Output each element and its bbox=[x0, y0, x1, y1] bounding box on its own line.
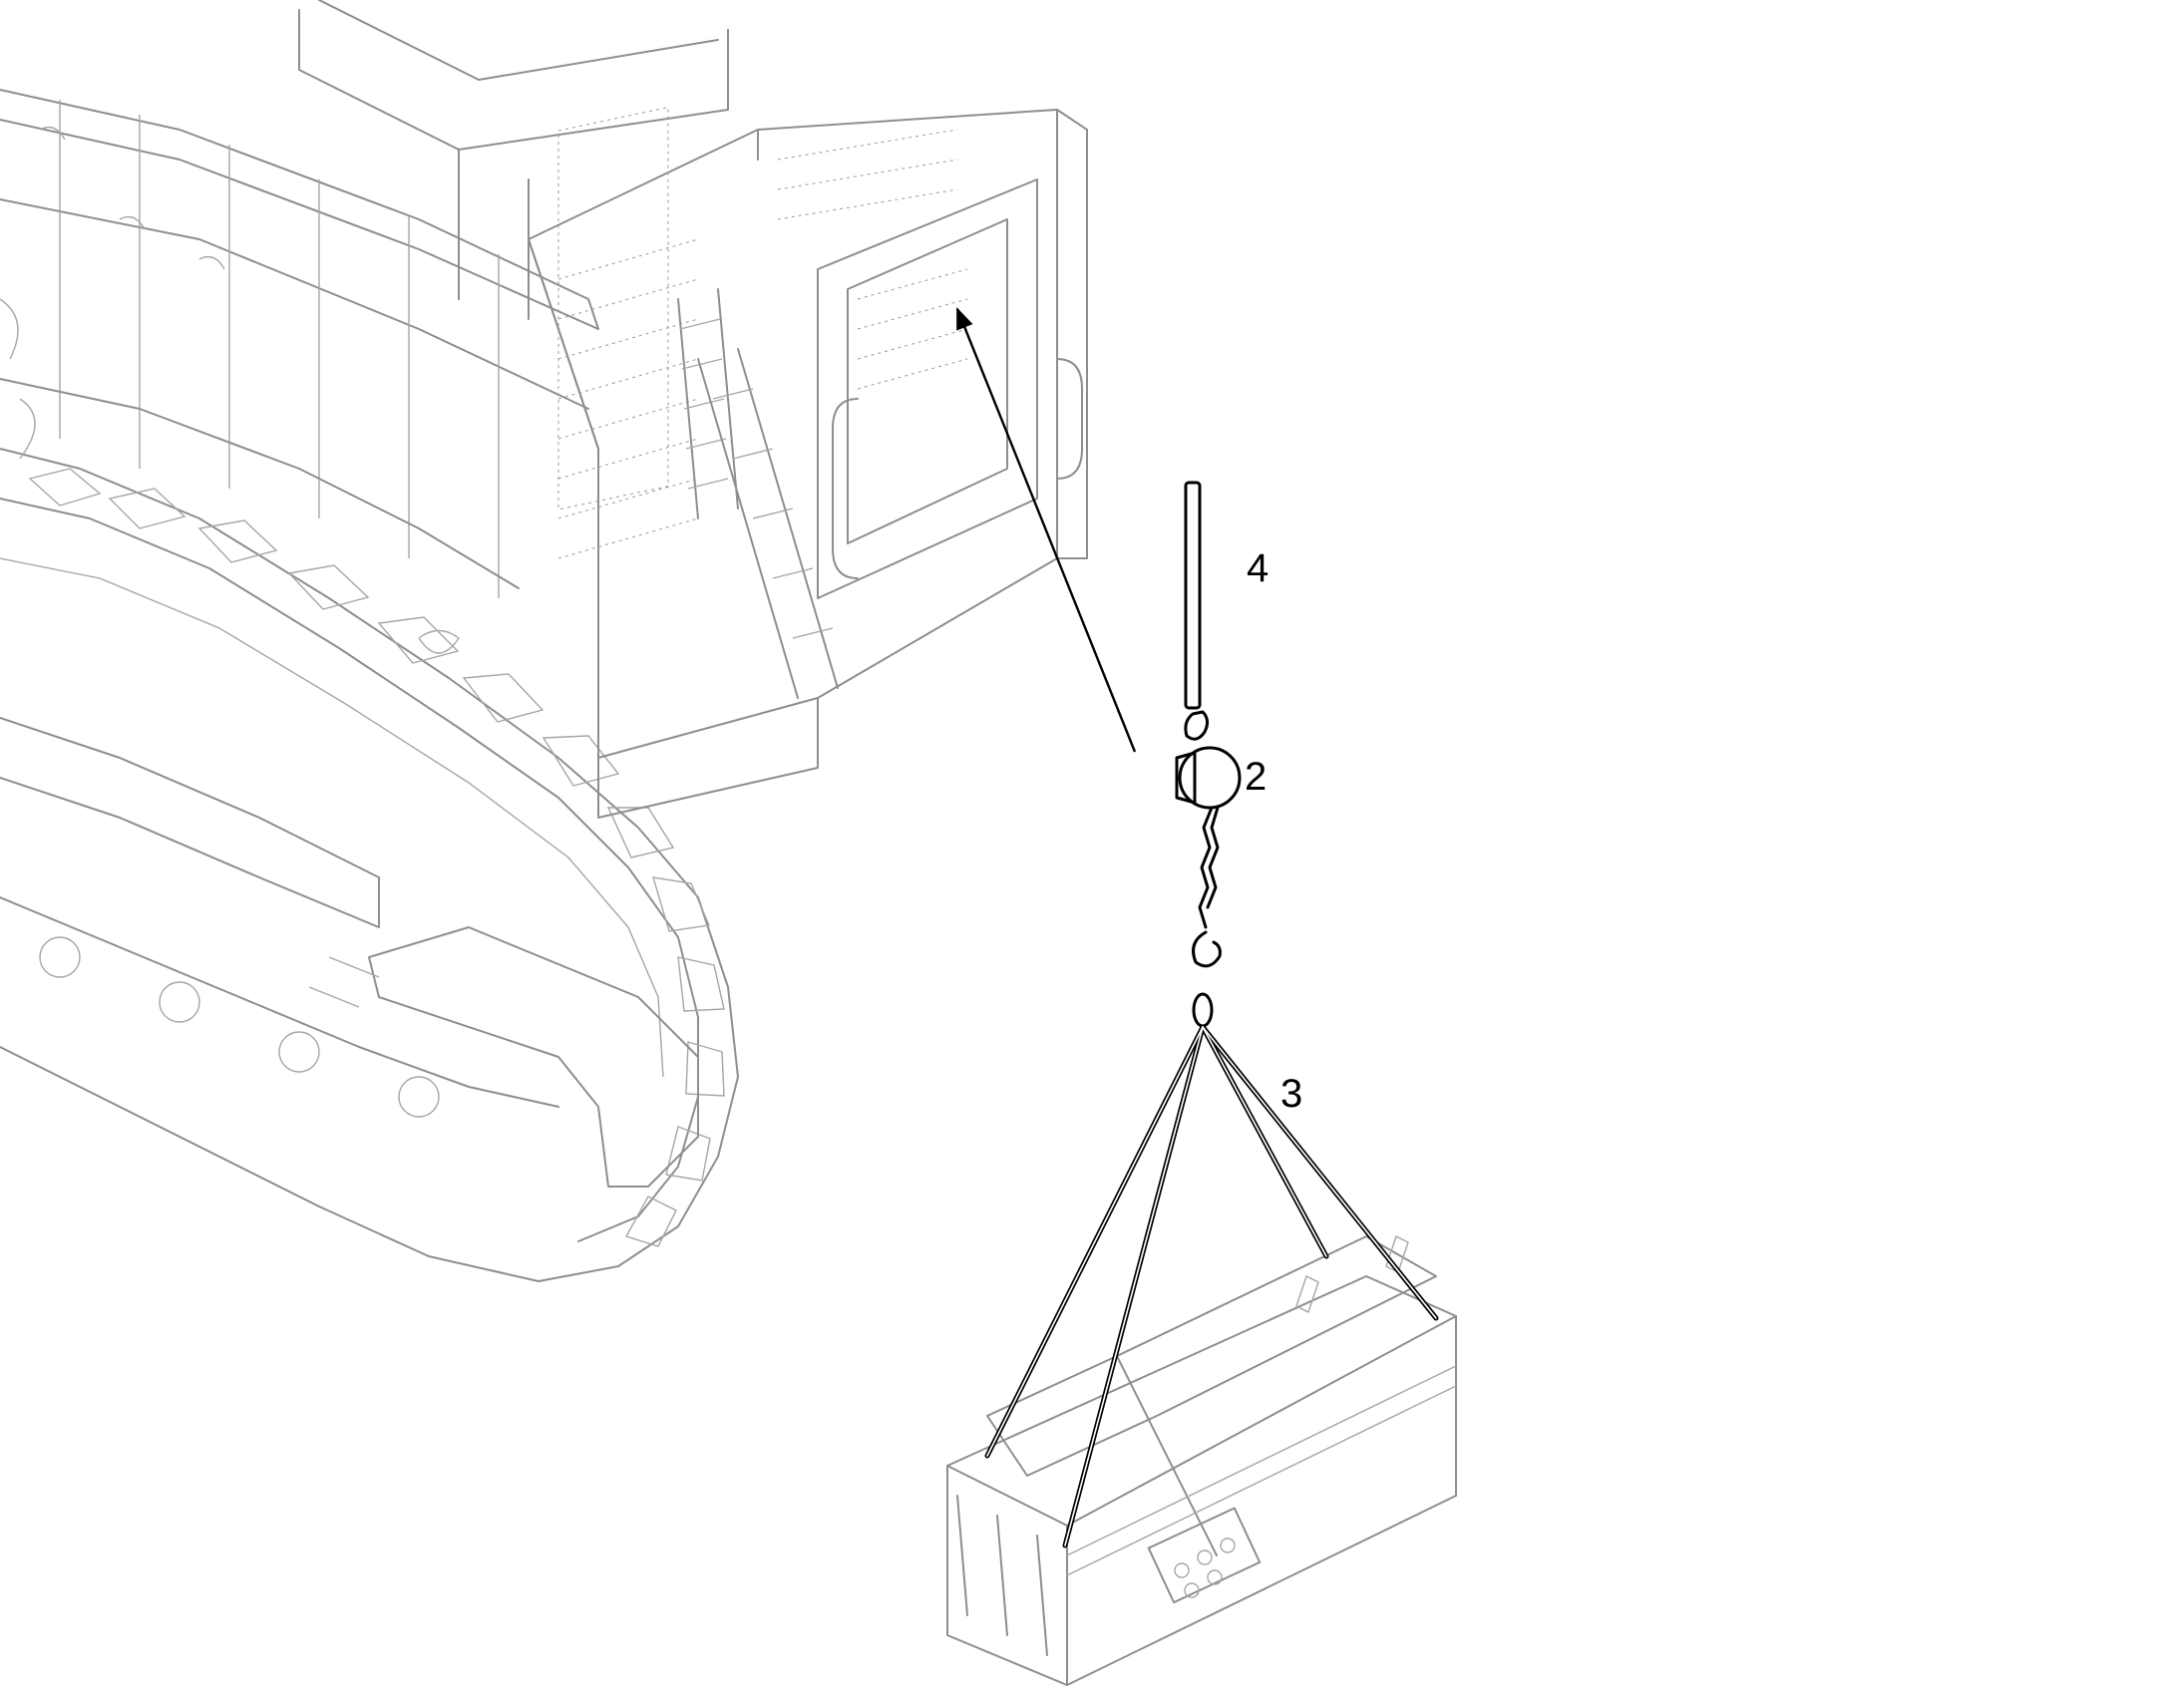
crawler-track bbox=[0, 448, 739, 1282]
installation-arrow bbox=[955, 306, 1137, 753]
four-leg-sling bbox=[984, 992, 1439, 1548]
lifted-component-ghost bbox=[946, 1235, 1457, 1686]
callout-4-label: 4 bbox=[1247, 546, 1269, 590]
machine-ghost-view bbox=[0, 0, 1088, 1282]
chain-hoist bbox=[1175, 710, 1242, 968]
callout-3-label: 3 bbox=[1280, 1072, 1302, 1116]
upper-structure bbox=[0, 0, 1088, 819]
guide-rod bbox=[1184, 481, 1202, 710]
callout-2-label: 2 bbox=[1245, 755, 1267, 799]
